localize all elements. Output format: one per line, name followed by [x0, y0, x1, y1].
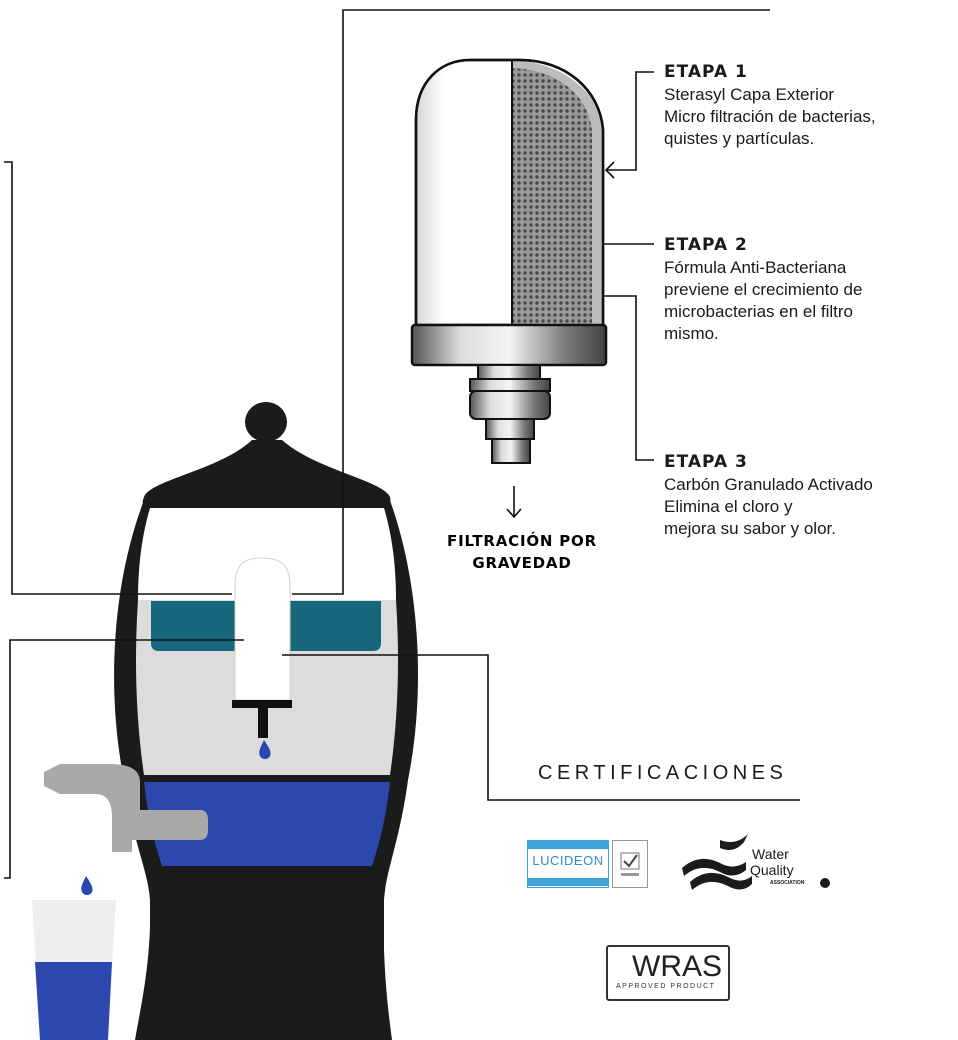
- lucideon-logo: LUCIDEON: [527, 840, 609, 888]
- water-quality-word-1: Water: [752, 846, 789, 862]
- lid-knob: [245, 402, 287, 442]
- stage-2-line: microbacterias en el filtro: [664, 302, 853, 321]
- filter-outer-layer: [512, 60, 603, 325]
- filter-mesh: [512, 60, 602, 325]
- upper-chamber: [138, 508, 396, 600]
- stage-3-title: ETAPA 3: [664, 452, 748, 472]
- connector-line: [4, 161, 232, 595]
- falling-drop-icon: [81, 876, 93, 895]
- dispenser-filter-candle: [234, 557, 291, 701]
- wras-logo: WRAS APPROVED PRODUCT: [606, 945, 730, 1001]
- dispenser-lid: [142, 440, 391, 508]
- connector-line: [4, 639, 244, 879]
- stage-1-line: Micro filtración de bacterias,: [664, 107, 876, 126]
- stage-2-line: Fórmula Anti-Bacteriana: [664, 258, 847, 277]
- dispenser-base: [150, 866, 384, 1040]
- filter-neck: [477, 364, 541, 380]
- stage-2-line: mismo.: [664, 324, 719, 343]
- logo-band: [528, 878, 608, 886]
- connector-line: [584, 295, 654, 461]
- water-drop-icon: [259, 740, 271, 759]
- filtered-water: [144, 782, 390, 866]
- dispenser: [32, 402, 419, 1040]
- lucideon-seal-icon: [612, 840, 648, 888]
- connector-line: [282, 654, 800, 801]
- glass-water: [35, 962, 112, 1040]
- stage-1-line: Sterasyl Capa Exterior: [664, 85, 835, 104]
- water-quality-word-2: Quality: [750, 862, 794, 878]
- wras-wordmark: WRAS: [632, 950, 722, 983]
- gravity-line-1: FILTRACIÓN POR: [447, 532, 597, 550]
- tap-icon: [44, 764, 208, 852]
- gravity-line-2: GRAVEDAD: [472, 554, 572, 572]
- stage-3-line: mejora su sabor y olor.: [664, 519, 836, 538]
- stage-1-line: quistes y partículas.: [664, 129, 815, 148]
- connector-lines: [4, 9, 800, 879]
- registered-mark-icon: [820, 878, 830, 888]
- water-quality-logo-mark: [682, 834, 752, 890]
- stage-3-line: Elimina el cloro y: [664, 497, 793, 516]
- filter-nut-2: [469, 390, 551, 420]
- gravity-filtration-label: FILTRACIÓN POR GRAVEDAD: [412, 530, 632, 574]
- lucideon-wordmark: LUCIDEON: [532, 853, 604, 868]
- stage-2-line: previene el crecimiento de: [664, 280, 863, 299]
- water-quality-word-3: ASSOCIATION: [770, 880, 805, 886]
- stage-3-line: Carbón Granulado Activado: [664, 475, 873, 494]
- filter-outline: [414, 58, 605, 325]
- connector-line: [292, 9, 770, 595]
- filter-nozzle-tip: [491, 438, 531, 464]
- filter-stem: [258, 708, 268, 738]
- certifications-heading: CERTIFICACIONES: [538, 762, 788, 784]
- filter-cutaway: [410, 58, 608, 464]
- filter-nut: [469, 378, 551, 392]
- logo-band: [528, 841, 608, 849]
- lid-knob-neck: [258, 432, 274, 446]
- filter-nozzle: [485, 418, 535, 440]
- stage-2-title: ETAPA 2: [664, 235, 748, 255]
- check-icon: [620, 852, 640, 876]
- filter-base: [232, 700, 292, 708]
- arrow-icon: [506, 508, 522, 519]
- wras-subtitle: APPROVED PRODUCT: [616, 983, 716, 990]
- arrow-icon: [604, 161, 615, 179]
- filter-collar: [410, 323, 608, 367]
- stage-1-title: ETAPA 1: [664, 62, 748, 82]
- connector-line: [606, 71, 654, 171]
